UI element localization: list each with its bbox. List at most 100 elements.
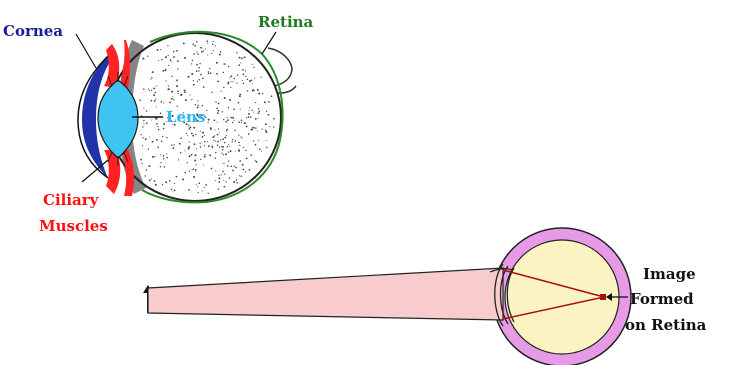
stipple-dot	[252, 127, 253, 128]
stipple-dot	[217, 122, 218, 123]
stipple-dot	[217, 134, 219, 136]
stipple-dot	[166, 80, 167, 81]
stipple-dot	[150, 79, 151, 80]
stipple-dot	[188, 189, 190, 191]
stipple-dot	[177, 93, 178, 94]
stipple-dot	[162, 136, 163, 137]
stipple-dot	[195, 104, 196, 105]
stipple-dot	[268, 114, 270, 116]
stipple-dot	[224, 97, 226, 99]
stipple-dot	[202, 132, 204, 134]
stipple-dot	[202, 77, 204, 79]
stipple-dot	[221, 174, 222, 175]
stipple-dot	[179, 143, 181, 145]
stipple-dot	[172, 96, 173, 97]
stipple-dot	[160, 49, 161, 50]
stipple-dot	[225, 181, 226, 182]
stipple-dot	[229, 177, 231, 179]
stipple-dot	[161, 59, 162, 60]
lens-label: Lens	[166, 108, 205, 126]
stipple-dot	[216, 73, 218, 75]
stipple-dot	[197, 81, 198, 82]
stipple-dot	[204, 135, 205, 136]
stipple-dot	[215, 171, 216, 172]
stipple-dot	[232, 139, 233, 140]
stipple-dot	[258, 108, 259, 109]
stipple-dot	[157, 49, 159, 51]
stipple-dot	[168, 85, 169, 86]
stipple-dot	[163, 102, 164, 103]
stipple-dot	[241, 57, 243, 59]
stipple-dot	[214, 135, 215, 136]
stipple-dot	[199, 143, 200, 144]
stipple-dot	[145, 138, 147, 140]
stipple-dot	[219, 181, 221, 183]
stipple-dot	[153, 94, 155, 96]
stipple-dot	[251, 80, 252, 81]
stipple-dot	[149, 90, 150, 91]
stipple-dot	[196, 64, 198, 66]
stipple-dot	[221, 91, 222, 92]
stipple-dot	[253, 112, 254, 113]
stipple-dot	[264, 101, 266, 103]
stipple-dot	[218, 177, 220, 179]
stipple-dot	[261, 151, 262, 152]
stipple-dot	[173, 144, 174, 145]
stipple-dot	[191, 99, 192, 100]
stipple-dot	[253, 89, 254, 90]
stipple-dot	[232, 81, 233, 82]
stipple-dot	[242, 80, 243, 81]
stipple-dot	[162, 184, 163, 185]
stipple-dot	[208, 73, 209, 74]
stipple-dot	[177, 68, 178, 69]
stipple-dot	[266, 111, 267, 112]
stipple-dot	[251, 128, 253, 130]
stipple-dot	[143, 88, 145, 90]
stipple-dot	[213, 50, 214, 51]
stipple-dot	[174, 183, 175, 184]
stipple-dot	[217, 81, 219, 83]
stipple-dot	[252, 64, 253, 65]
stipple-dot	[195, 134, 196, 135]
stipple-dot	[236, 82, 237, 83]
stipple-dot	[228, 144, 229, 145]
stipple-dot	[176, 176, 178, 178]
stipple-dot	[144, 123, 145, 124]
stipple-dot	[246, 126, 248, 128]
stipple-dot	[198, 67, 200, 69]
stipple-dot	[196, 41, 197, 42]
stipple-dot	[243, 82, 245, 84]
stipple-dot	[195, 169, 197, 171]
stipple-dot	[227, 146, 228, 147]
stipple-dot	[245, 150, 246, 151]
stipple-dot	[238, 121, 240, 123]
stipple-dot	[246, 117, 247, 118]
stipple-dot	[163, 158, 164, 159]
stipple-dot	[219, 54, 221, 56]
stipple-dot	[242, 69, 244, 71]
stipple-dot	[238, 149, 240, 151]
stipple-dot	[209, 154, 211, 156]
stipple-dot	[177, 90, 179, 92]
stipple-dot	[203, 86, 205, 88]
stipple-dot	[209, 68, 210, 69]
stipple-dot	[241, 122, 242, 123]
stipple-dot	[157, 126, 158, 127]
stipple-dot	[232, 122, 234, 124]
stipple-dot	[215, 141, 216, 142]
stipple-dot	[154, 180, 156, 182]
stipple-dot	[149, 179, 151, 181]
stipple-dot	[238, 102, 240, 104]
stipple-dot	[210, 127, 212, 129]
stipple-dot	[229, 146, 230, 147]
stipple-dot	[196, 51, 197, 52]
stipple-dot	[216, 107, 218, 109]
cornea-leader	[76, 34, 96, 68]
stipple-dot	[265, 131, 267, 133]
stipple-dot	[166, 153, 167, 154]
stipple-dot	[180, 152, 182, 154]
stipple-dot	[224, 142, 225, 143]
stipple-dot	[182, 179, 184, 181]
stipple-dot	[169, 102, 171, 104]
stipple-dot	[229, 77, 230, 78]
